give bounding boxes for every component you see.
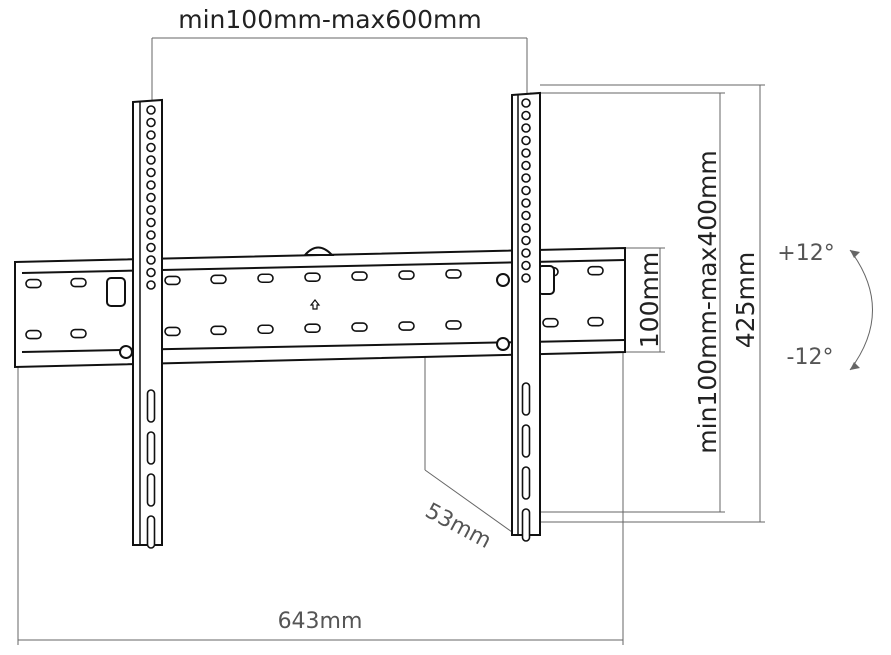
tilt-up-label: +12°	[777, 241, 834, 266]
depth-label: 53mm	[421, 499, 495, 554]
adjustment-hole	[521, 260, 531, 271]
tilt-knobs	[106, 265, 555, 359]
adjustment-hole	[521, 210, 531, 221]
vertical-slot	[146, 389, 156, 423]
adjustment-hole	[146, 105, 156, 115]
vertical-slot	[521, 508, 531, 542]
mounting-slot	[70, 328, 87, 339]
adjustment-hole	[146, 255, 156, 265]
mounting-slot	[445, 320, 462, 330]
up-arrow-icon	[309, 299, 321, 310]
adjustment-hole	[521, 148, 531, 158]
adjustment-hole	[146, 180, 156, 190]
mounting-slot	[257, 324, 274, 335]
vertical-slot	[521, 424, 531, 458]
vertical-slot	[146, 431, 156, 465]
total-width-label: 643mm	[278, 609, 363, 634]
mounting-slot	[25, 278, 42, 289]
adjustment-hole	[521, 198, 531, 208]
vertical-slot	[146, 473, 156, 507]
vertical-slot	[521, 466, 531, 500]
adjustment-hole	[146, 267, 156, 278]
mounting-slot	[70, 277, 87, 288]
total-height-label: 425mm	[731, 252, 760, 348]
mounting-slot	[257, 273, 274, 284]
mounting-slot	[25, 329, 42, 340]
adjustment-hole	[146, 155, 156, 165]
left-upright	[132, 98, 163, 549]
rail-height-label: 100mm	[635, 252, 664, 348]
adjustment-hole	[146, 117, 156, 128]
mounting-slot	[210, 325, 227, 336]
adjustment-hole	[521, 223, 531, 233]
adjustment-hole	[521, 110, 531, 121]
adjustment-hole	[146, 280, 156, 290]
mounting-slot	[542, 317, 559, 328]
mounting-slot	[304, 323, 321, 333]
mounting-slot	[164, 326, 181, 337]
adjustment-hole	[521, 123, 531, 133]
adjustment-hole	[146, 130, 156, 140]
adjustment-hole	[521, 248, 531, 258]
vertical-slot	[146, 515, 156, 549]
adjustment-hole	[146, 142, 156, 153]
adjustment-hole	[521, 273, 531, 283]
mounting-slot	[587, 265, 604, 276]
mounting-slot	[210, 274, 227, 285]
mounting-slot	[164, 275, 181, 286]
mounting-slot	[587, 316, 604, 327]
adjustment-hole	[146, 217, 156, 228]
adjustment-hole	[146, 242, 156, 253]
mounting-slot	[351, 322, 368, 332]
vertical-pitch-label: min100mm-max400mm	[693, 150, 722, 453]
vertical-slot	[521, 382, 531, 416]
adjustment-hole	[521, 235, 531, 246]
adjustment-hole	[521, 160, 531, 171]
adjustment-hole	[521, 135, 531, 146]
tilt-down-label: -12°	[787, 345, 834, 370]
mounting-slot	[304, 272, 321, 282]
mounting-slot	[445, 269, 462, 279]
right-upright	[511, 91, 541, 542]
adjustment-hole	[146, 205, 156, 215]
adjustment-hole	[146, 230, 156, 240]
mounting-slot	[398, 270, 415, 280]
adjustment-hole	[521, 98, 531, 108]
adjustment-hole	[521, 185, 531, 196]
adjustment-hole	[521, 173, 531, 183]
mounting-slot	[351, 271, 368, 281]
adjustment-hole	[146, 167, 156, 178]
dimension-lines	[17, 37, 873, 645]
horizontal-pitch-label: min100mm-max600mm	[178, 5, 481, 34]
mounting-slot	[398, 321, 415, 331]
adjustment-hole	[146, 192, 156, 203]
